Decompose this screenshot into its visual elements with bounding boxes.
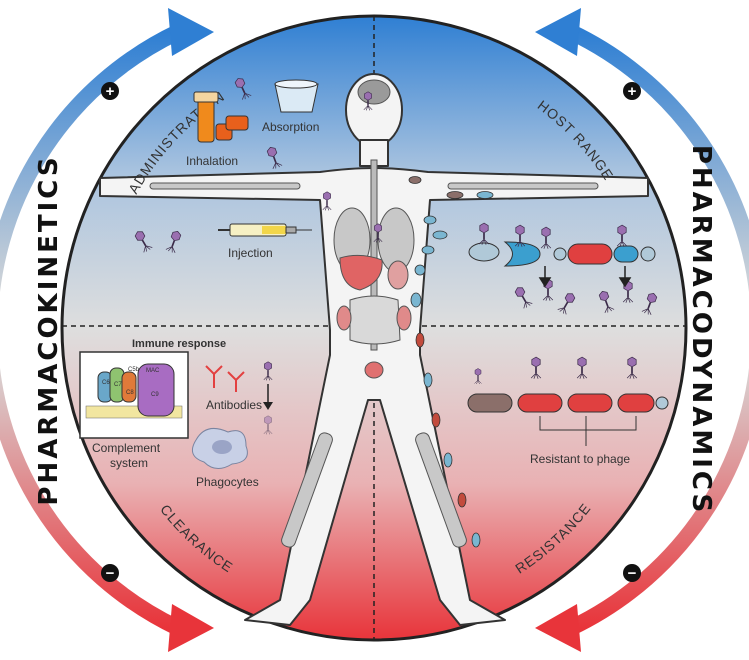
- antibodies-icon: [205, 365, 245, 392]
- complement-system-diagram: C5b MAC C6 C7 C8 C9: [79, 351, 189, 439]
- immune-response-label: Immune response: [132, 338, 226, 350]
- c7-label: C7: [114, 382, 122, 388]
- c9-label: C9: [151, 392, 159, 398]
- resistant-to-phage-label: Resistant to phage: [530, 452, 630, 466]
- inhalation-label: Inhalation: [186, 154, 238, 168]
- injection-label: Injection: [228, 246, 273, 260]
- right-arrow-arc: [567, 24, 749, 636]
- plus-sign-right: +: [623, 82, 641, 100]
- right-arrow-head-top: [535, 8, 581, 56]
- resistance-bacteria: [467, 393, 669, 413]
- clearance-phage-arrow: [263, 361, 273, 435]
- plus-sign-left: +: [101, 82, 119, 100]
- c8-label: C8: [126, 390, 134, 396]
- cup-icon: [274, 79, 319, 113]
- svg-text:−: −: [106, 565, 115, 582]
- minus-sign-right: −: [623, 564, 641, 582]
- svg-text:−: −: [628, 565, 637, 582]
- svg-text:+: +: [106, 83, 115, 100]
- minus-sign-left: −: [101, 564, 119, 582]
- left-arrow-head-top: [168, 8, 214, 56]
- complement-label-line2: system: [110, 456, 148, 470]
- syringe-icon: [218, 223, 312, 237]
- organs: [336, 254, 412, 379]
- phagocyte-icon: [191, 427, 248, 469]
- inhaler-icon: [193, 91, 249, 143]
- antibodies-label: Antibodies: [206, 398, 262, 412]
- c6-label: C6: [102, 380, 110, 386]
- phagocytes-label: Phagocytes: [196, 475, 259, 489]
- absorption-label: Absorption: [262, 120, 319, 134]
- skeleton: [149, 79, 599, 548]
- host-range-arrows: [538, 266, 632, 288]
- svg-text:+: +: [628, 83, 637, 100]
- host-range-bacteria: [468, 241, 656, 267]
- mac-label: MAC: [146, 368, 160, 374]
- bacteria-stream: [408, 176, 494, 548]
- pharmacodynamics-label: PHARMACODYNAMICS: [686, 145, 716, 515]
- left-arrow-head-bottom: [168, 604, 214, 652]
- resistance-bracket: [539, 416, 637, 446]
- right-arrow-head-bottom: [535, 604, 581, 652]
- c5b-label: C5b: [128, 367, 140, 373]
- pharmacokinetics-label: PHARMACOKINETICS: [34, 154, 64, 505]
- left-arrow-arc: [0, 24, 182, 636]
- complement-label-line1: Complement: [92, 441, 161, 455]
